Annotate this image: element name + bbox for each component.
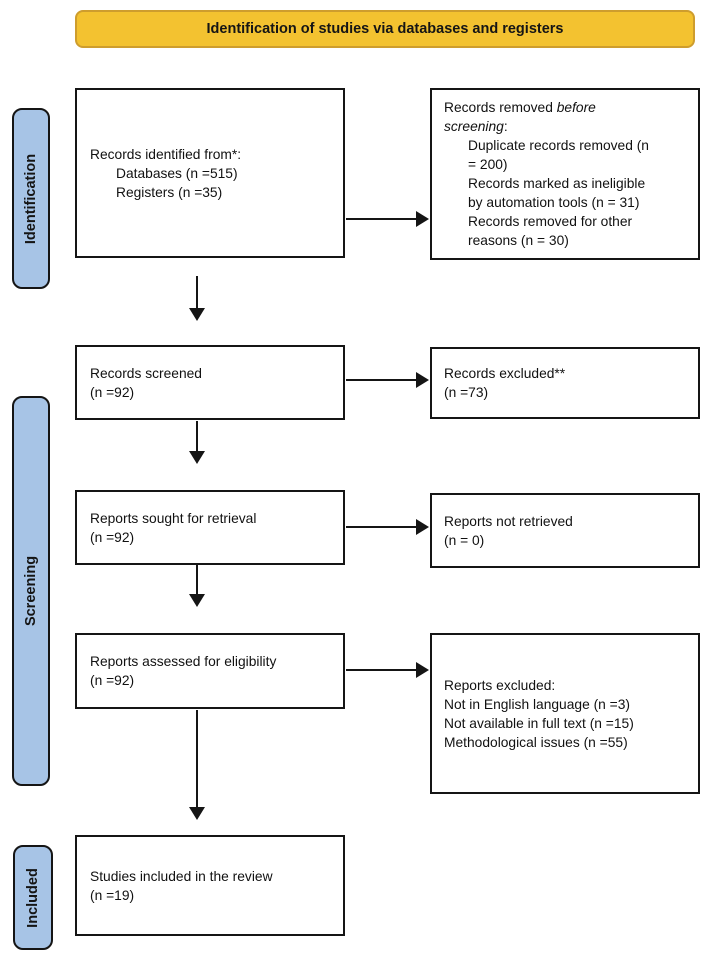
- stage-label-included: Included: [13, 845, 53, 950]
- arrow-sought-to-assessed: [189, 564, 205, 607]
- records-excluded-label: Records excluded**: [444, 366, 566, 381]
- arrow-head-down-icon: [189, 594, 205, 607]
- arrow-head-down-icon: [189, 308, 205, 321]
- arrow-head-right-icon: [416, 211, 429, 227]
- arrow-line: [195, 564, 199, 594]
- title-banner-label: Identification of studies via databases …: [206, 21, 564, 37]
- records-screened-label: Records screened: [90, 365, 202, 381]
- arrow-screened-to-sought: [189, 421, 205, 464]
- records-removed-title-italic: before screening: [444, 100, 596, 134]
- reports-not-retrieved-label: Reports not retrieved: [444, 513, 573, 529]
- box-records-excluded: Records excluded** (n =73): [430, 347, 700, 419]
- stage-label-identification-text: Identification: [23, 153, 40, 244]
- box-records-removed: Records removed before screening: Duplic…: [430, 88, 700, 260]
- records-removed-item-automation: Records marked as ineligible by automati…: [468, 176, 646, 210]
- box-records-screened: Records screened (n =92): [75, 345, 345, 420]
- records-removed-item-other: Records removed for other reasons (n = 3…: [468, 214, 633, 248]
- records-removed-title-prefix: Records removed: [444, 100, 557, 115]
- arrow-line: [195, 710, 199, 807]
- arrow-head-right-icon: [416, 519, 429, 535]
- arrow-line: [346, 525, 416, 529]
- stage-label-screening: Screening: [12, 396, 50, 786]
- arrow-line: [346, 668, 416, 672]
- box-reports-assessed: Reports assessed for eligibility (n =92): [75, 633, 345, 709]
- reports-sought-count: (n =92): [90, 529, 135, 545]
- arrow-line: [195, 276, 199, 308]
- records-removed-title: Records removed before screening:: [444, 98, 658, 136]
- arrow-line: [195, 421, 199, 451]
- box-records-identified: Records identified from*: Databases (n =…: [75, 88, 345, 258]
- records-identified-item-databases: Databases (n =515): [116, 165, 238, 181]
- records-screened-count: (n =92): [90, 384, 135, 400]
- records-identified-item-registers: Registers (n =35): [116, 184, 223, 200]
- records-removed-title-suffix: :: [503, 119, 508, 134]
- arrow-line: [346, 217, 416, 221]
- arrow-identified-to-screened: [189, 276, 205, 321]
- reports-excluded-title: Reports excluded:: [444, 677, 556, 693]
- records-removed-item-duplicates: Duplicate records removed (n = 200): [468, 138, 649, 172]
- box-reports-sought: Reports sought for retrieval (n =92): [75, 490, 345, 565]
- studies-included-count: (n =19): [90, 887, 135, 903]
- stage-label-screening-text: Screening: [23, 555, 40, 627]
- box-studies-included: Studies included in the review (n =19): [75, 835, 345, 936]
- arrow-head-down-icon: [189, 807, 205, 820]
- box-reports-excluded: Reports excluded: Not in English languag…: [430, 633, 700, 794]
- arrow-head-down-icon: [189, 451, 205, 464]
- box-reports-not-retrieved: Reports not retrieved (n = 0): [430, 493, 700, 568]
- arrow-identified-to-removed: [346, 211, 429, 227]
- reports-assessed-label: Reports assessed for eligibility: [90, 654, 277, 669]
- reports-excluded-item-language: Not in English language (n =3): [444, 696, 630, 712]
- records-excluded-count: (n =73): [444, 385, 489, 400]
- reports-not-retrieved-count: (n = 0): [444, 532, 485, 548]
- stage-label-included-text: Included: [25, 867, 41, 928]
- arrow-head-right-icon: [416, 662, 429, 678]
- records-identified-title: Records identified from*:: [90, 146, 242, 162]
- stage-label-identification: Identification: [12, 108, 50, 289]
- arrow-assessed-to-included: [189, 710, 205, 820]
- arrow-assessed-to-reports-excluded: [346, 662, 429, 678]
- title-banner: Identification of studies via databases …: [75, 10, 695, 48]
- reports-excluded-item-methodology: Methodological issues (n =55): [444, 734, 628, 750]
- arrow-screened-to-excluded: [346, 372, 429, 388]
- arrow-line: [346, 378, 416, 382]
- studies-included-label: Studies included in the review: [90, 868, 273, 884]
- reports-sought-label: Reports sought for retrieval: [90, 510, 257, 526]
- reports-excluded-item-fulltext: Not available in full text (n =15): [444, 715, 634, 731]
- arrow-sought-to-not-retrieved: [346, 519, 429, 535]
- reports-assessed-count: (n =92): [90, 673, 135, 688]
- arrow-head-right-icon: [416, 372, 429, 388]
